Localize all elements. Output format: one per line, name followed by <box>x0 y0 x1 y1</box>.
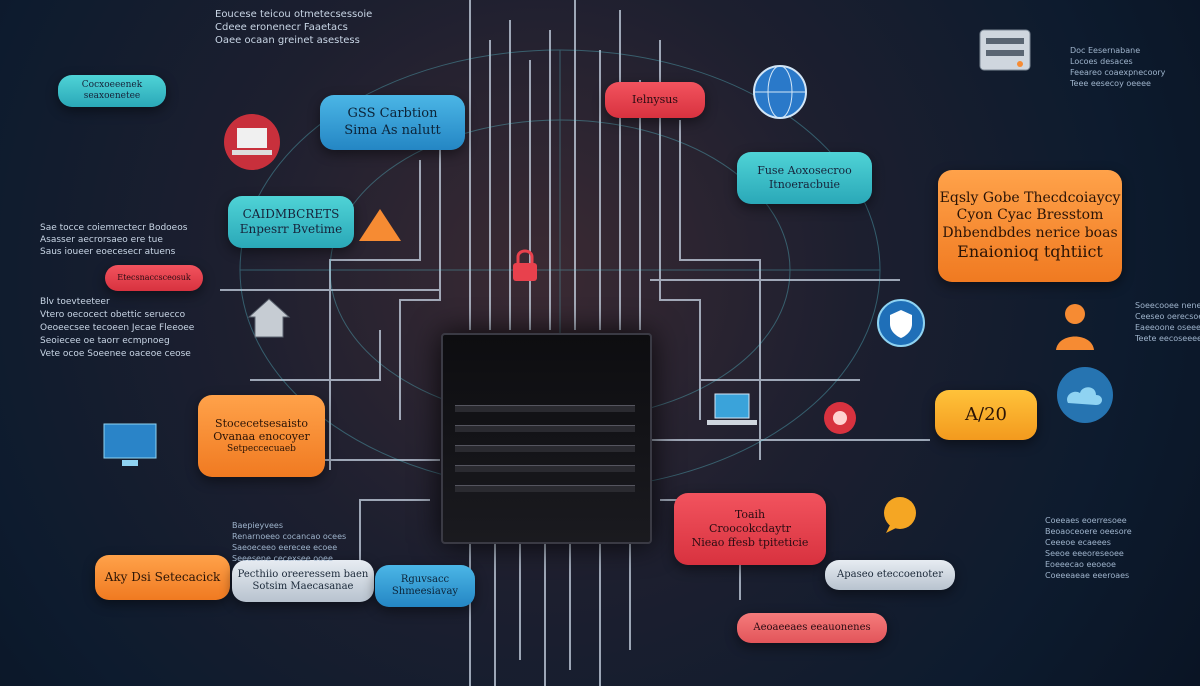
bubble-text: A/20 <box>965 403 1007 425</box>
bubble-text: Rguvsacc <box>400 573 450 585</box>
server-slot <box>455 465 635 472</box>
gear-icon <box>824 402 856 434</box>
bubble-text: Ielnysus <box>631 93 679 107</box>
right-text-block-2: Coeeaes eoerresoee Beoaoceoere oeesore C… <box>1045 516 1132 580</box>
left-text-block-1: Sae tocce coiemrectecr Bodoeos Asasser a… <box>40 223 188 257</box>
bubble-text: Dhbendbdes nerice boas <box>942 224 1118 241</box>
bubble-text: Stocecetsesaisto <box>215 416 308 430</box>
bubble-text: Toaih <box>734 508 766 522</box>
bubble-text: Fuse Aoxosecroo <box>757 164 852 178</box>
bubble-text: Shmeesiavay <box>391 586 459 597</box>
bubble-text: CAIDMBCRETS <box>242 207 340 221</box>
center-blue-bubble: GSS Carbtion Sima As nalutt <box>320 95 465 150</box>
bubble-text: Etecsnaccsceosuk <box>117 273 191 282</box>
left-text-block-2: Blv toevteeteer Vtero oecocect obettic s… <box>40 297 195 359</box>
bubble-text: Enaionioq tqhtiict <box>957 242 1103 262</box>
mid-teal-bubble: Fuse Aoxosecroo Itnoeracbuie <box>737 152 872 204</box>
bubble-text: Nieao ffesb tpiteticie <box>691 535 809 549</box>
person-icon <box>1056 304 1094 350</box>
top-header-text: Eoucese teicou otmetecsessoie Cdeee eron… <box>215 9 373 46</box>
bubble-text: Sima As nalutt <box>344 122 441 138</box>
bubble-text: Cocxoeeenek seaxoenetee <box>81 79 143 101</box>
shield-icon <box>877 299 925 347</box>
server-slot <box>455 485 635 492</box>
bottom-left-orange-bubble: Aky Dsi Setecacick <box>95 555 230 600</box>
home-icon <box>247 298 291 338</box>
cloud-icon <box>1057 367 1113 423</box>
laptop-desk-icon <box>707 393 757 425</box>
chat-icon <box>884 497 916 533</box>
server-icon <box>979 29 1031 71</box>
bubble-text: GSS Carbtion <box>347 106 438 122</box>
top-left-bubble: Cocxoeeenek seaxoenetee <box>58 75 166 107</box>
warning-icon <box>359 209 401 241</box>
bottom-blue-bubble: Rguvsacc Shmeesiavay <box>375 565 475 607</box>
top-right-text: Doc Eesernabane Locoes desaces Feeareo c… <box>1070 46 1166 88</box>
bubble-text: Apaseo eteccoenoter <box>836 568 943 580</box>
bubble-text: Eqsly Gobe Thecdcoiaycy <box>939 189 1121 206</box>
left-text-block-3: Baepieyvees Renarnoeeo cocancao ocees Sa… <box>232 521 347 563</box>
right-text-block-1: Soeecooee nenesee Ceeseo oerecsoee Eaeeo… <box>1135 301 1200 343</box>
bottom-pink-bubble: Aeoaeeaes eeauonenes <box>737 613 887 643</box>
bubble-text: Aky Dsi Setecacick <box>104 570 221 584</box>
bubble-text: Cyon Cyac Bresstom <box>956 207 1104 224</box>
bubble-text: Setpeccecuaeb <box>227 444 296 455</box>
bottom-center-gray-bubble: Apaseo eteccoenoter <box>825 560 955 590</box>
right-yellow-bubble: A/20 <box>935 390 1037 440</box>
bubble-text: Aeoaeeaes eeauonenes <box>753 621 871 633</box>
bubble-text: Pecthiio oreeressem baen <box>237 568 369 580</box>
bubble-text: Itnoeracbuie <box>768 178 841 191</box>
bubble-text: Enpesrr Bvetime <box>239 222 343 236</box>
bubble-text: Ovanaa enocoyer <box>213 430 310 444</box>
center-red-bubble: Toaih Croocokcdaytr Nieao ffesb tpitetic… <box>674 493 826 565</box>
server-slot <box>455 405 635 412</box>
right-orange-bubble: Eqsly Gobe Thecdcoiaycy Cyon Cyac Bresst… <box>938 170 1122 282</box>
top-red-bubble: Ielnysus <box>605 82 705 118</box>
globe-icon <box>753 65 807 119</box>
monitor-icon <box>103 423 157 466</box>
laptop-icon <box>224 114 280 170</box>
bottom-left-gray-bubble: Pecthiio oreeressem baen Sotsim Maecasan… <box>232 560 374 602</box>
server-slot <box>455 445 635 452</box>
bubble-text: Sotsim Maecasanae <box>252 581 354 592</box>
server-slot <box>455 425 635 432</box>
left-orange-bubble: Stocecetsesaisto Ovanaa enocoyer Setpecc… <box>198 395 325 477</box>
left-teal-bubble: CAIDMBCRETS Enpesrr Bvetime <box>228 196 354 248</box>
bubble-text: Croocokcdaytr <box>708 522 792 536</box>
lock-icon <box>513 249 537 281</box>
central-server-terminal <box>441 333 652 544</box>
left-red-small-bubble: Etecsnaccsceosuk <box>105 265 203 291</box>
